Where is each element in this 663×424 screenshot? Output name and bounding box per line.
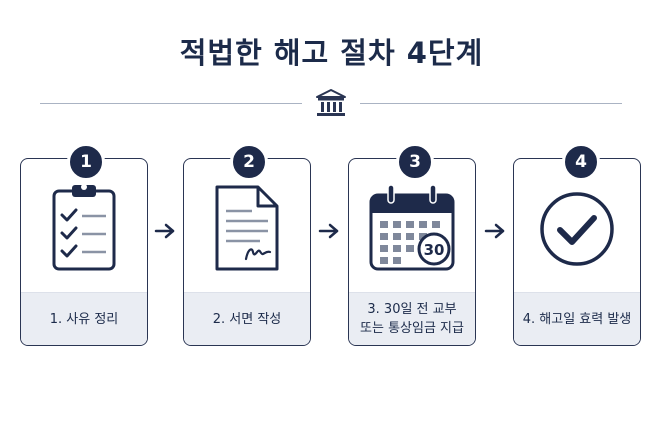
signed-document-icon	[215, 185, 279, 271]
calendar-30-icon: 30	[369, 184, 455, 271]
step-card-2: 2. 서면 작성	[183, 158, 311, 346]
step-card-1: 1. 사유 정리	[20, 158, 148, 346]
step-label: 3. 30일 전 교부 또는 통상임금 지급	[360, 302, 464, 336]
step-number-badge: 3	[396, 143, 434, 181]
check-circle-icon	[540, 192, 614, 266]
arrow-right-icon	[484, 223, 505, 239]
step-number-badge: 2	[230, 143, 268, 181]
step-label-area: 4. 해고일 효력 발생	[514, 292, 640, 345]
step-label: 4. 해고일 효력 발생	[522, 311, 632, 327]
bank-icon	[316, 89, 346, 116]
step-label: 1. 사유 정리	[49, 311, 119, 327]
step-number-badge: 4	[562, 143, 600, 181]
step-label: 2. 서면 작성	[212, 311, 282, 327]
step-card-4: 4. 해고일 효력 발생	[513, 158, 641, 346]
divider-right	[360, 103, 622, 104]
clipboard-checklist-icon	[52, 184, 116, 271]
calendar-day-number: 30	[424, 241, 445, 259]
step-label-area: 3. 30일 전 교부 또는 통상임금 지급	[349, 292, 475, 345]
step-label-area: 1. 사유 정리	[21, 292, 147, 345]
arrow-right-icon	[318, 223, 339, 239]
step-card-3: 30 3. 30일 전 교부 또는 통상임금 지급	[348, 158, 476, 346]
page-title: 적법한 해고 절차 4단계	[179, 36, 484, 70]
step-label-area: 2. 서면 작성	[184, 292, 310, 345]
divider-left	[40, 103, 302, 104]
arrow-right-icon	[154, 223, 175, 239]
step-number-badge: 1	[67, 143, 105, 181]
